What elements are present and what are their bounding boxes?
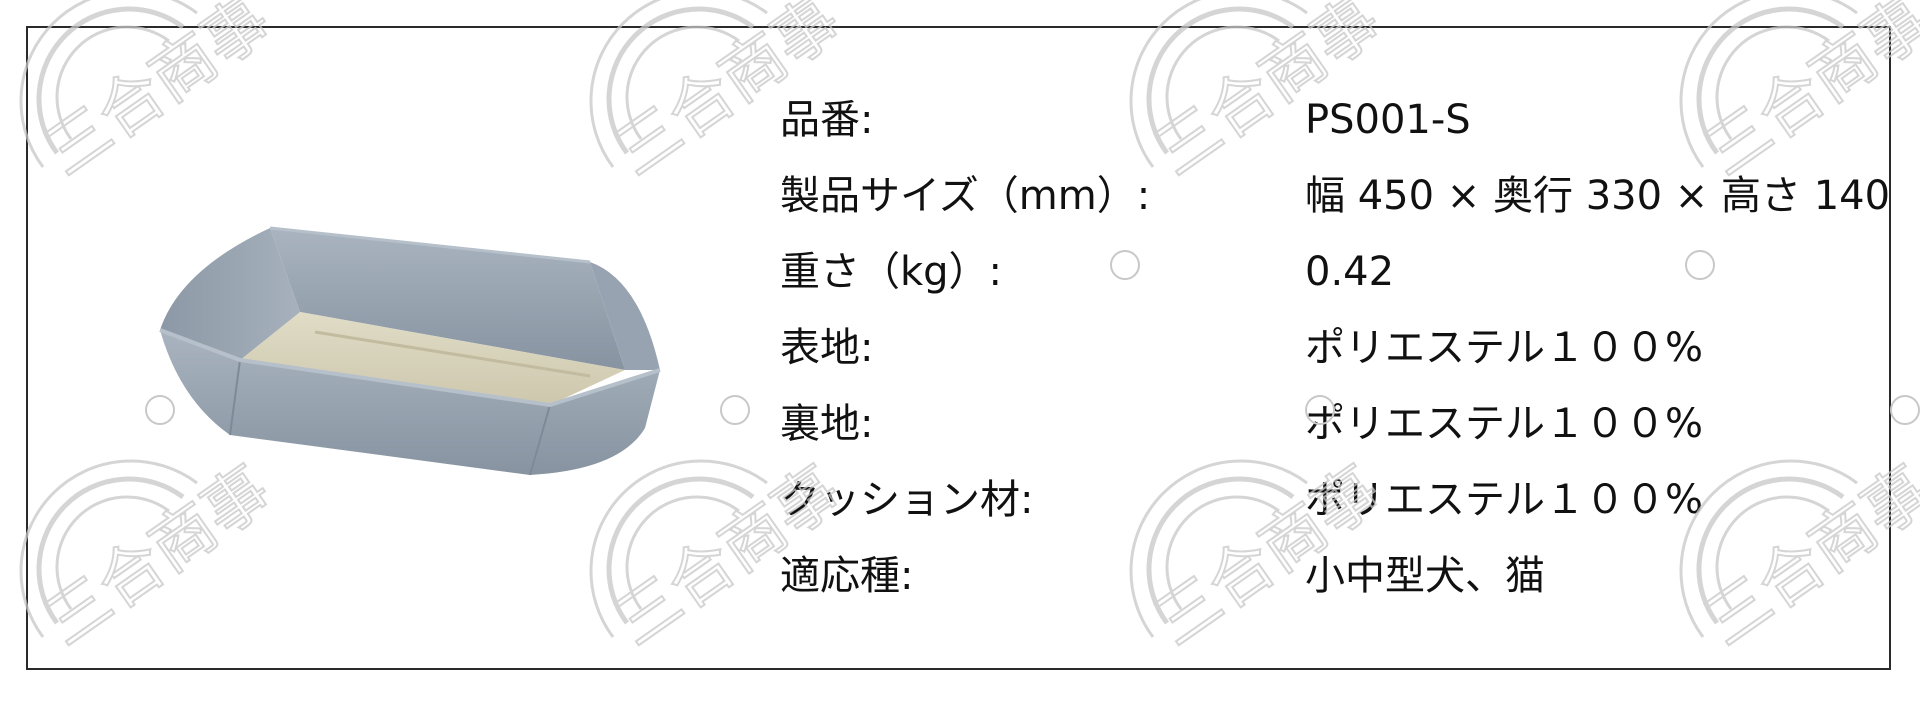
spec-row-product-code: 品番: PS001-S: [780, 90, 1860, 166]
spec-row-cushion-material: クッション材: ポリエステル１００%: [780, 470, 1860, 546]
spec-value: 幅 450 × 奥行 330 × 高さ 140: [1305, 173, 1891, 219]
spec-label: 品番:: [780, 97, 874, 143]
spec-row-suitable-for: 適応種: 小中型犬、猫: [780, 546, 1860, 622]
spec-value: PS001-S: [1305, 97, 1471, 143]
spec-value: 0.42: [1305, 249, 1395, 295]
spec-label: 重さ（kg）:: [780, 249, 1003, 295]
spec-row-product-size: 製品サイズ（mm）: 幅 450 × 奥行 330 × 高さ 140: [780, 166, 1890, 242]
spec-value: ポリエステル１００%: [1305, 401, 1704, 447]
spec-label: 表地:: [780, 325, 874, 371]
spec-row-weight: 重さ（kg）: 0.42: [780, 242, 1860, 318]
spec-label: 適応種:: [780, 553, 914, 599]
spec-value: ポリエステル１００%: [1305, 325, 1704, 371]
spec-label: クッション材:: [780, 477, 1034, 523]
watermark-dot: [1890, 395, 1920, 425]
spec-row-outer-fabric: 表地: ポリエステル１００%: [780, 318, 1860, 394]
pet-bed-photo: [159, 226, 661, 476]
product-spec-sheet: [26, 26, 1891, 670]
spec-value: 小中型犬、猫: [1305, 553, 1545, 599]
spec-row-lining: 裏地: ポリエステル１００%: [780, 394, 1860, 470]
spec-value: ポリエステル１００%: [1305, 477, 1704, 523]
spec-label: 製品サイズ（mm）:: [780, 173, 1151, 219]
spec-label: 裏地:: [780, 401, 874, 447]
spec-table: 品番: PS001-S 製品サイズ（mm）: 幅 450 × 奥行 330 × …: [780, 90, 1890, 622]
